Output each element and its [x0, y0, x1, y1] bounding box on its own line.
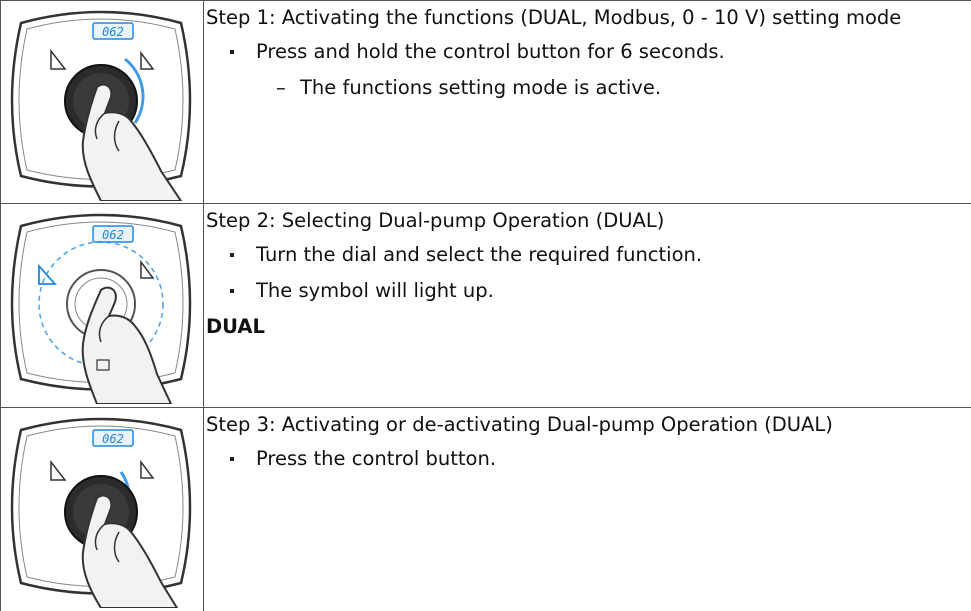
step-2-bullet-2-text: The symbol will light up.	[256, 279, 494, 302]
step-row-1: 062 Step 1: Activating the functions (DU…	[1, 1, 971, 204]
step-3-title: Step 3: Activating or de-activating Dual…	[206, 411, 963, 438]
step-3-bullet-1-text: Press the control button.	[256, 447, 496, 470]
lcd-display-value: 062	[102, 25, 124, 39]
step-1-bullet-1-text: Press and hold the control button for 6 …	[256, 40, 725, 63]
step-1-result: – The functions setting mode is active.	[206, 74, 963, 101]
step-row-3: 062 Step 3: Activating or de-activating …	[1, 408, 971, 611]
step-2-function-label: DUAL	[206, 313, 963, 340]
step-3-pump-illustration: 062	[1, 408, 203, 608]
step-row-2: 062 Step 2: Selecting Dual-pump Operatio…	[1, 204, 971, 408]
bullet-square-icon	[230, 289, 234, 293]
step-2-pump-illustration: 062	[1, 204, 203, 404]
result-dash: –	[276, 74, 286, 101]
step-2-text-cell: Step 2: Selecting Dual-pump Operation (D…	[204, 204, 971, 408]
step-1-bullet-1: Press and hold the control button for 6 …	[206, 38, 963, 65]
step-2-bullet-1-text: Turn the dial and select the required fu…	[256, 243, 702, 266]
step-2-illustration-cell: 062	[1, 204, 204, 408]
step-3-bullet-1: Press the control button.	[206, 445, 963, 472]
step-1-text-cell: Step 1: Activating the functions (DUAL, …	[204, 1, 971, 204]
lcd-display-value: 062	[102, 228, 124, 242]
step-1-title: Step 1: Activating the functions (DUAL, …	[206, 4, 963, 31]
step-1-illustration-cell: 062	[1, 1, 204, 204]
bullet-square-icon	[230, 253, 234, 257]
step-2-bullet-2: The symbol will light up.	[206, 277, 963, 304]
bullet-square-icon	[230, 457, 234, 461]
lcd-display-value: 062	[102, 432, 124, 446]
step-1-result-text: The functions setting mode is active.	[300, 76, 661, 99]
step-1-pump-illustration: 062	[1, 1, 203, 201]
step-2-title: Step 2: Selecting Dual-pump Operation (D…	[206, 207, 963, 234]
bullet-square-icon	[230, 50, 234, 54]
step-2-bullet-1: Turn the dial and select the required fu…	[206, 241, 963, 268]
step-3-illustration-cell: 062	[1, 408, 204, 611]
step-3-text-cell: Step 3: Activating or de-activating Dual…	[204, 408, 971, 611]
